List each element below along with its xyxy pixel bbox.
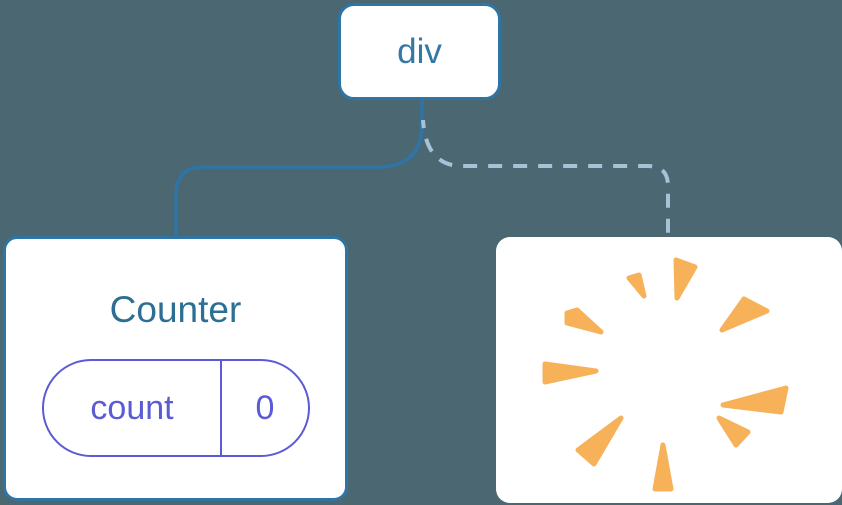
state-key-label: count: [90, 388, 174, 427]
state-value: 0: [220, 361, 308, 455]
edge-dashed-connector: [421, 119, 670, 238]
poof-burst-icon: [542, 257, 789, 492]
node-div-label: div: [397, 31, 442, 71]
node-counter: Counter count 0: [3, 236, 348, 501]
node-div: div: [338, 3, 501, 100]
counter-title: Counter: [109, 289, 242, 330]
node-removed: [496, 237, 842, 503]
edge-solid-connector: [174, 100, 424, 237]
state-pill: count 0: [42, 359, 310, 457]
